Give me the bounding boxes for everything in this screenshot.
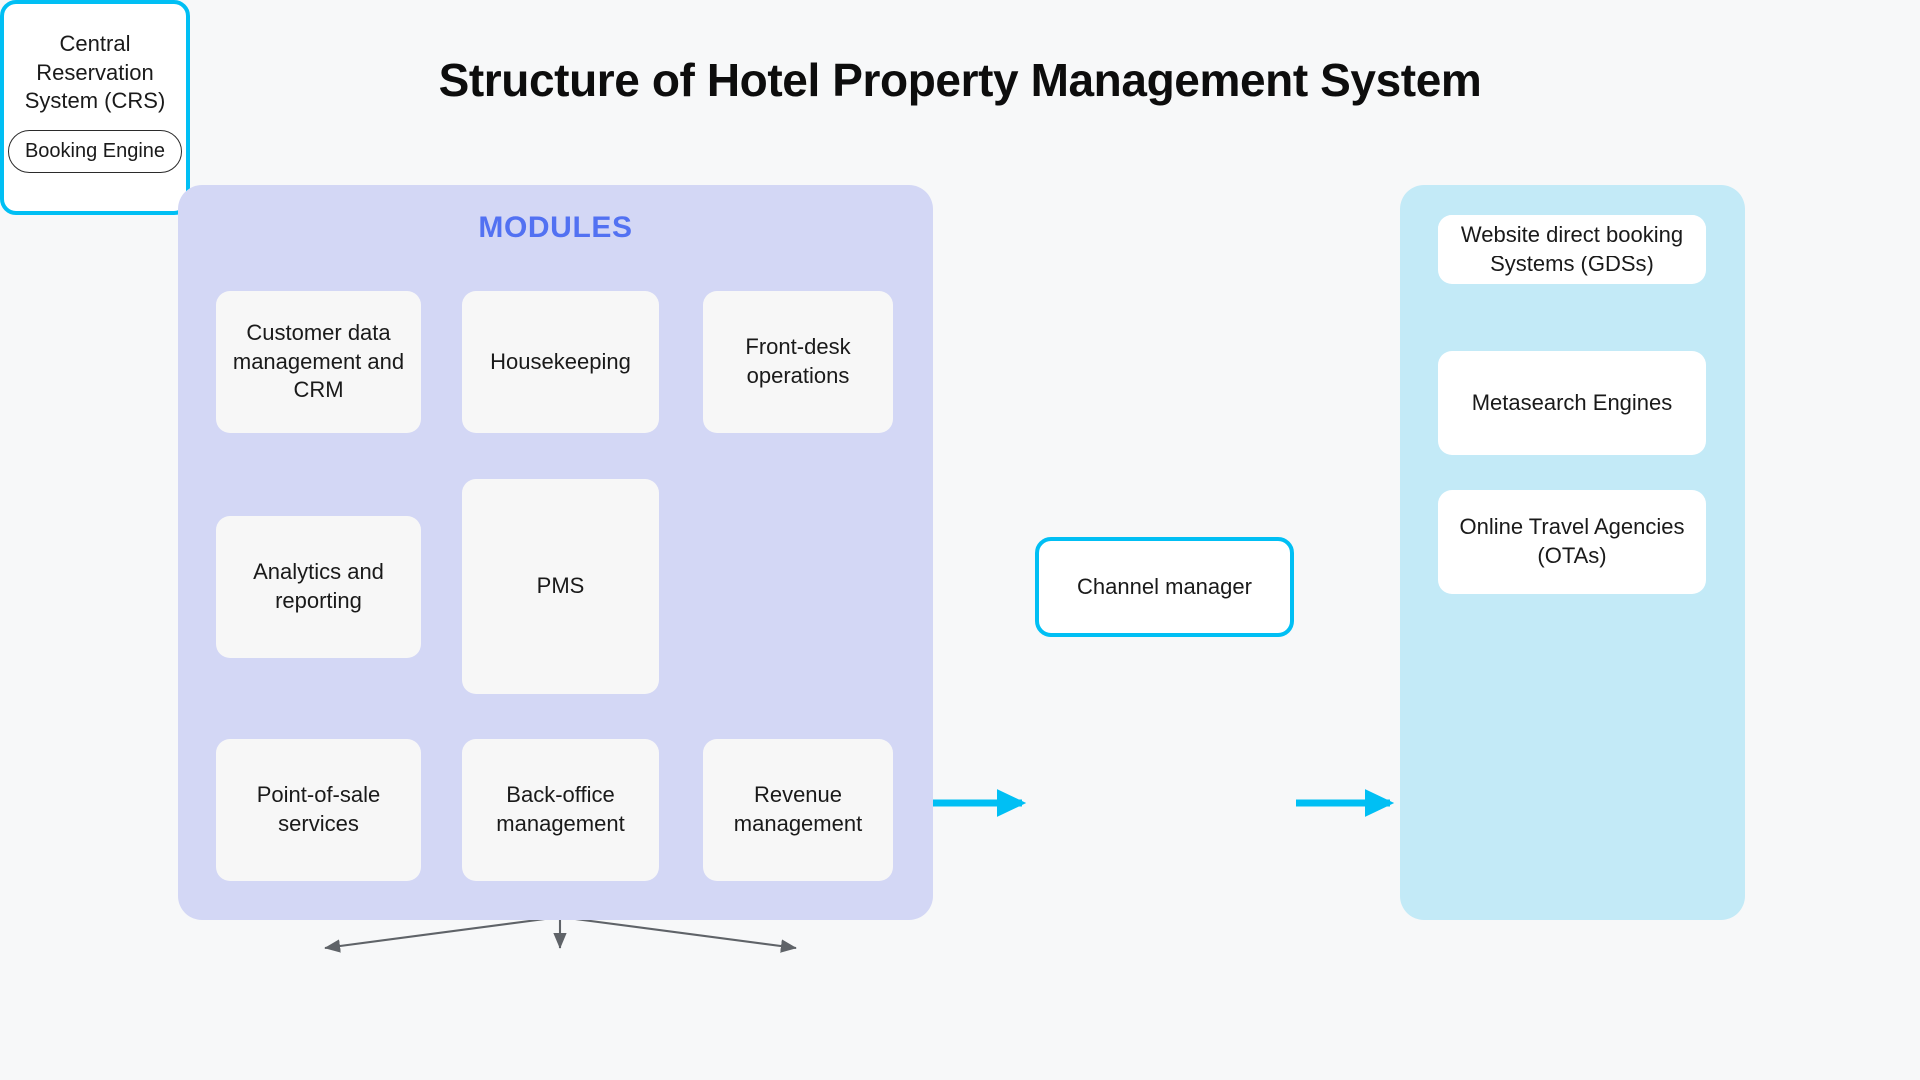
external-platform-card-ota[interactable]: Online Travel Agencies (OTAs) [1438,490,1706,594]
channel-manager-card[interactable]: Channel manager [1035,537,1294,637]
module-card-booking-engine[interactable]: Booking Engine [7,129,183,173]
external-platform-card-metasearch[interactable]: Metasearch Engines [1438,351,1706,455]
module-card-back-office[interactable]: Back-office management [462,739,659,881]
module-card-revenue-management[interactable]: Revenue management [703,739,893,881]
module-card-front-desk[interactable]: Front-desk operations [703,291,893,433]
external-platform-card-website-direct[interactable]: Website direct booking [1438,215,1706,256]
modules-panel-heading: MODULES [478,211,633,244]
module-card-point-of-sale[interactable]: Point-of-sale services [216,739,421,881]
connector-pms-to-point-of-sale [324,915,561,953]
module-card-analytics[interactable]: Analytics and reporting [216,516,421,658]
module-card-crs[interactable]: Central Reservation System (CRS) Booking… [0,0,190,215]
module-card-pms[interactable]: PMS [462,479,659,694]
page-title: Structure of Hotel Property Management S… [438,54,1482,106]
module-card-crs-label: Central Reservation System (CRS) [24,31,166,114]
connector-pms-to-revenue-management [559,915,797,953]
module-card-customer-data[interactable]: Customer data management and CRM [216,291,421,433]
module-card-housekeeping[interactable]: Housekeeping [462,291,659,433]
